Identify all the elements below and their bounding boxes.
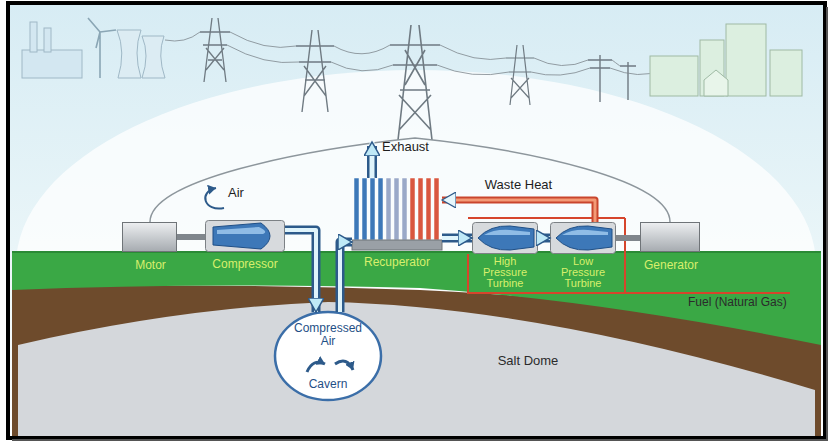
- cavern-ellipse: Compressed AirCavern: [273, 310, 383, 402]
- recuperator-tube: [378, 178, 383, 240]
- air-pipe-outer: [442, 234, 472, 243]
- recuperator-tube: [386, 178, 391, 240]
- compressor-body: [213, 223, 270, 249]
- turbine-highlight: [484, 230, 530, 235]
- drive-shaft: [616, 238, 640, 239]
- drive-shaft-outer: [616, 235, 640, 241]
- frame-shadow: [12, 7, 827, 440]
- turbine-box-shape: [550, 222, 616, 254]
- air-pipe: [340, 242, 352, 312]
- building-icon: [726, 24, 766, 96]
- building-icon: [770, 50, 802, 96]
- recuperator-tube: [434, 178, 439, 240]
- pylon-icon: [390, 25, 440, 140]
- house-icon: [704, 70, 728, 96]
- recuperator-tube: [362, 178, 367, 240]
- turbine-housing: [551, 223, 616, 254]
- recuperator-tube: [426, 178, 431, 240]
- air-pipe-inner: [285, 230, 316, 312]
- factory-icon: [22, 50, 82, 78]
- air-pipe-inner: [442, 236, 472, 240]
- component-label: Recuperator: [342, 256, 452, 269]
- waste-heat-line: [442, 200, 595, 222]
- power-wire: [165, 32, 660, 75]
- air-pipe-outer: [538, 234, 550, 243]
- component-label: Salt Dome: [473, 354, 583, 367]
- air-intake-arrow: [205, 188, 224, 209]
- component-label: Low Pressure Turbine: [555, 256, 611, 289]
- cooling-tower-icon: [117, 30, 141, 78]
- annotation-label: Fuel (Natural Gas): [688, 296, 803, 309]
- wind-turbine-icon: [88, 18, 116, 78]
- chimney-icon: [30, 22, 37, 52]
- fuel-line: [468, 218, 790, 293]
- pylon-icon: [296, 30, 334, 112]
- component-label: Compressed Air: [288, 322, 368, 348]
- soil-layer: [12, 285, 821, 436]
- salt-dome-area: Salt Dome Compressed AirCavern: [18, 290, 815, 436]
- recuperator-box: Recuperator: [352, 178, 442, 250]
- component-label: Motor: [98, 259, 203, 272]
- drive-shaft: [177, 237, 205, 238]
- cooling-tower-icon: [142, 36, 165, 78]
- turbine-body: [556, 226, 612, 250]
- air-pipe-inner: [340, 242, 352, 312]
- turbine-highlight: [562, 230, 608, 235]
- recuperator-tube: [354, 178, 359, 240]
- chimney-icon: [44, 28, 51, 52]
- turbine-box-shape: [472, 222, 538, 254]
- recuperator-tube: [410, 178, 415, 240]
- turbine-box: High Pressure Turbine: [472, 222, 538, 254]
- pylon-icon: [200, 18, 230, 82]
- recuperator-tube: [370, 178, 375, 240]
- air-pipe-outer: [340, 242, 352, 312]
- turbine-box: Low Pressure Turbine: [550, 222, 616, 254]
- air-pipe-inner: [538, 236, 550, 240]
- circulation-arrow: [307, 362, 325, 372]
- air-pipe: [442, 238, 472, 239]
- turbine-body: [478, 226, 534, 250]
- cavern-outline: [275, 312, 381, 400]
- component-label: Generator: [621, 259, 721, 272]
- recuperator-tube: [402, 178, 407, 240]
- recuperator-base: [352, 240, 442, 250]
- compressor-box: Compressor: [205, 220, 285, 252]
- annotation-label: Air: [228, 186, 258, 199]
- salt-dome-area-shape: [18, 290, 815, 436]
- building-icon: [650, 56, 698, 96]
- compressor-housing: [206, 221, 285, 252]
- air-pipe-outer: [285, 230, 316, 312]
- recuperator-box-shape: [352, 178, 442, 250]
- waste-heat-line-inner: [442, 200, 595, 222]
- picture-frame: [8, 3, 825, 438]
- compressor-box-shape: [205, 220, 285, 252]
- edge-label: Waste Heat: [469, 178, 569, 191]
- annotation-label: Exhaust: [382, 140, 442, 153]
- pylon-icon: [506, 45, 534, 105]
- generator-box: Generator: [640, 222, 700, 252]
- circulation-arrow: [335, 361, 353, 370]
- compressor-highlight: [217, 227, 265, 234]
- recuperator-tube: [418, 178, 423, 240]
- exhaust-arrow: [370, 142, 375, 178]
- waste-heat-line-outer: [442, 200, 595, 222]
- recuperator-tube: [394, 178, 399, 240]
- component-label: Cavern: [278, 378, 378, 391]
- air-pipe: [538, 238, 550, 239]
- component-label: Compressor: [190, 258, 300, 271]
- drive-shaft-outer: [177, 234, 205, 240]
- utility-pole-icon: [588, 55, 636, 102]
- air-pipe: [285, 230, 316, 312]
- component-label: High Pressure Turbine: [477, 256, 533, 289]
- turbine-housing: [473, 223, 538, 254]
- salt-dome-shape: [18, 302, 815, 436]
- motor-box: Motor: [122, 222, 177, 252]
